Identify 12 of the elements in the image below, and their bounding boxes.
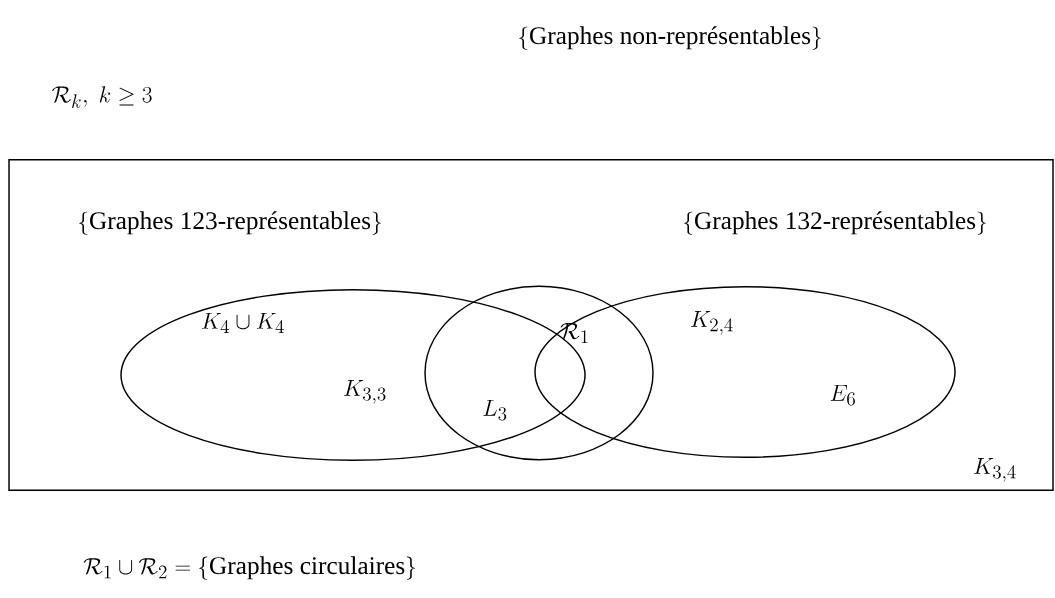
set-label: $\{\text{Graphes non-représentables}\}$ (519, 26, 821, 50)
graph-label: $L_3$ (483, 399, 507, 421)
graph-label: $K_{2,4}$ (691, 311, 733, 335)
set-label: $\mathcal{R}_k,\ k \geq 3$ (52, 86, 152, 108)
graph-label: $K_4 \cup K_4$ (202, 312, 284, 334)
caption: $\mathcal{R}_1 \cup \mathcal{R}_2 = \{\text{Graphes circulaires}\}$ (83, 556, 416, 580)
set-heading: $\{\text{Graphes 123-représentables}\}$ (79, 211, 381, 235)
set-heading: $\{\text{Graphes 132-représentables}\}$ (684, 211, 986, 235)
graph-label: $K_{3,3}$ (344, 380, 386, 404)
graph-label: $K_{3,4}$ (974, 458, 1016, 482)
graph-label: $E_6$ (830, 384, 855, 406)
set-heading: $\mathcal{R}_1$ (560, 322, 588, 344)
